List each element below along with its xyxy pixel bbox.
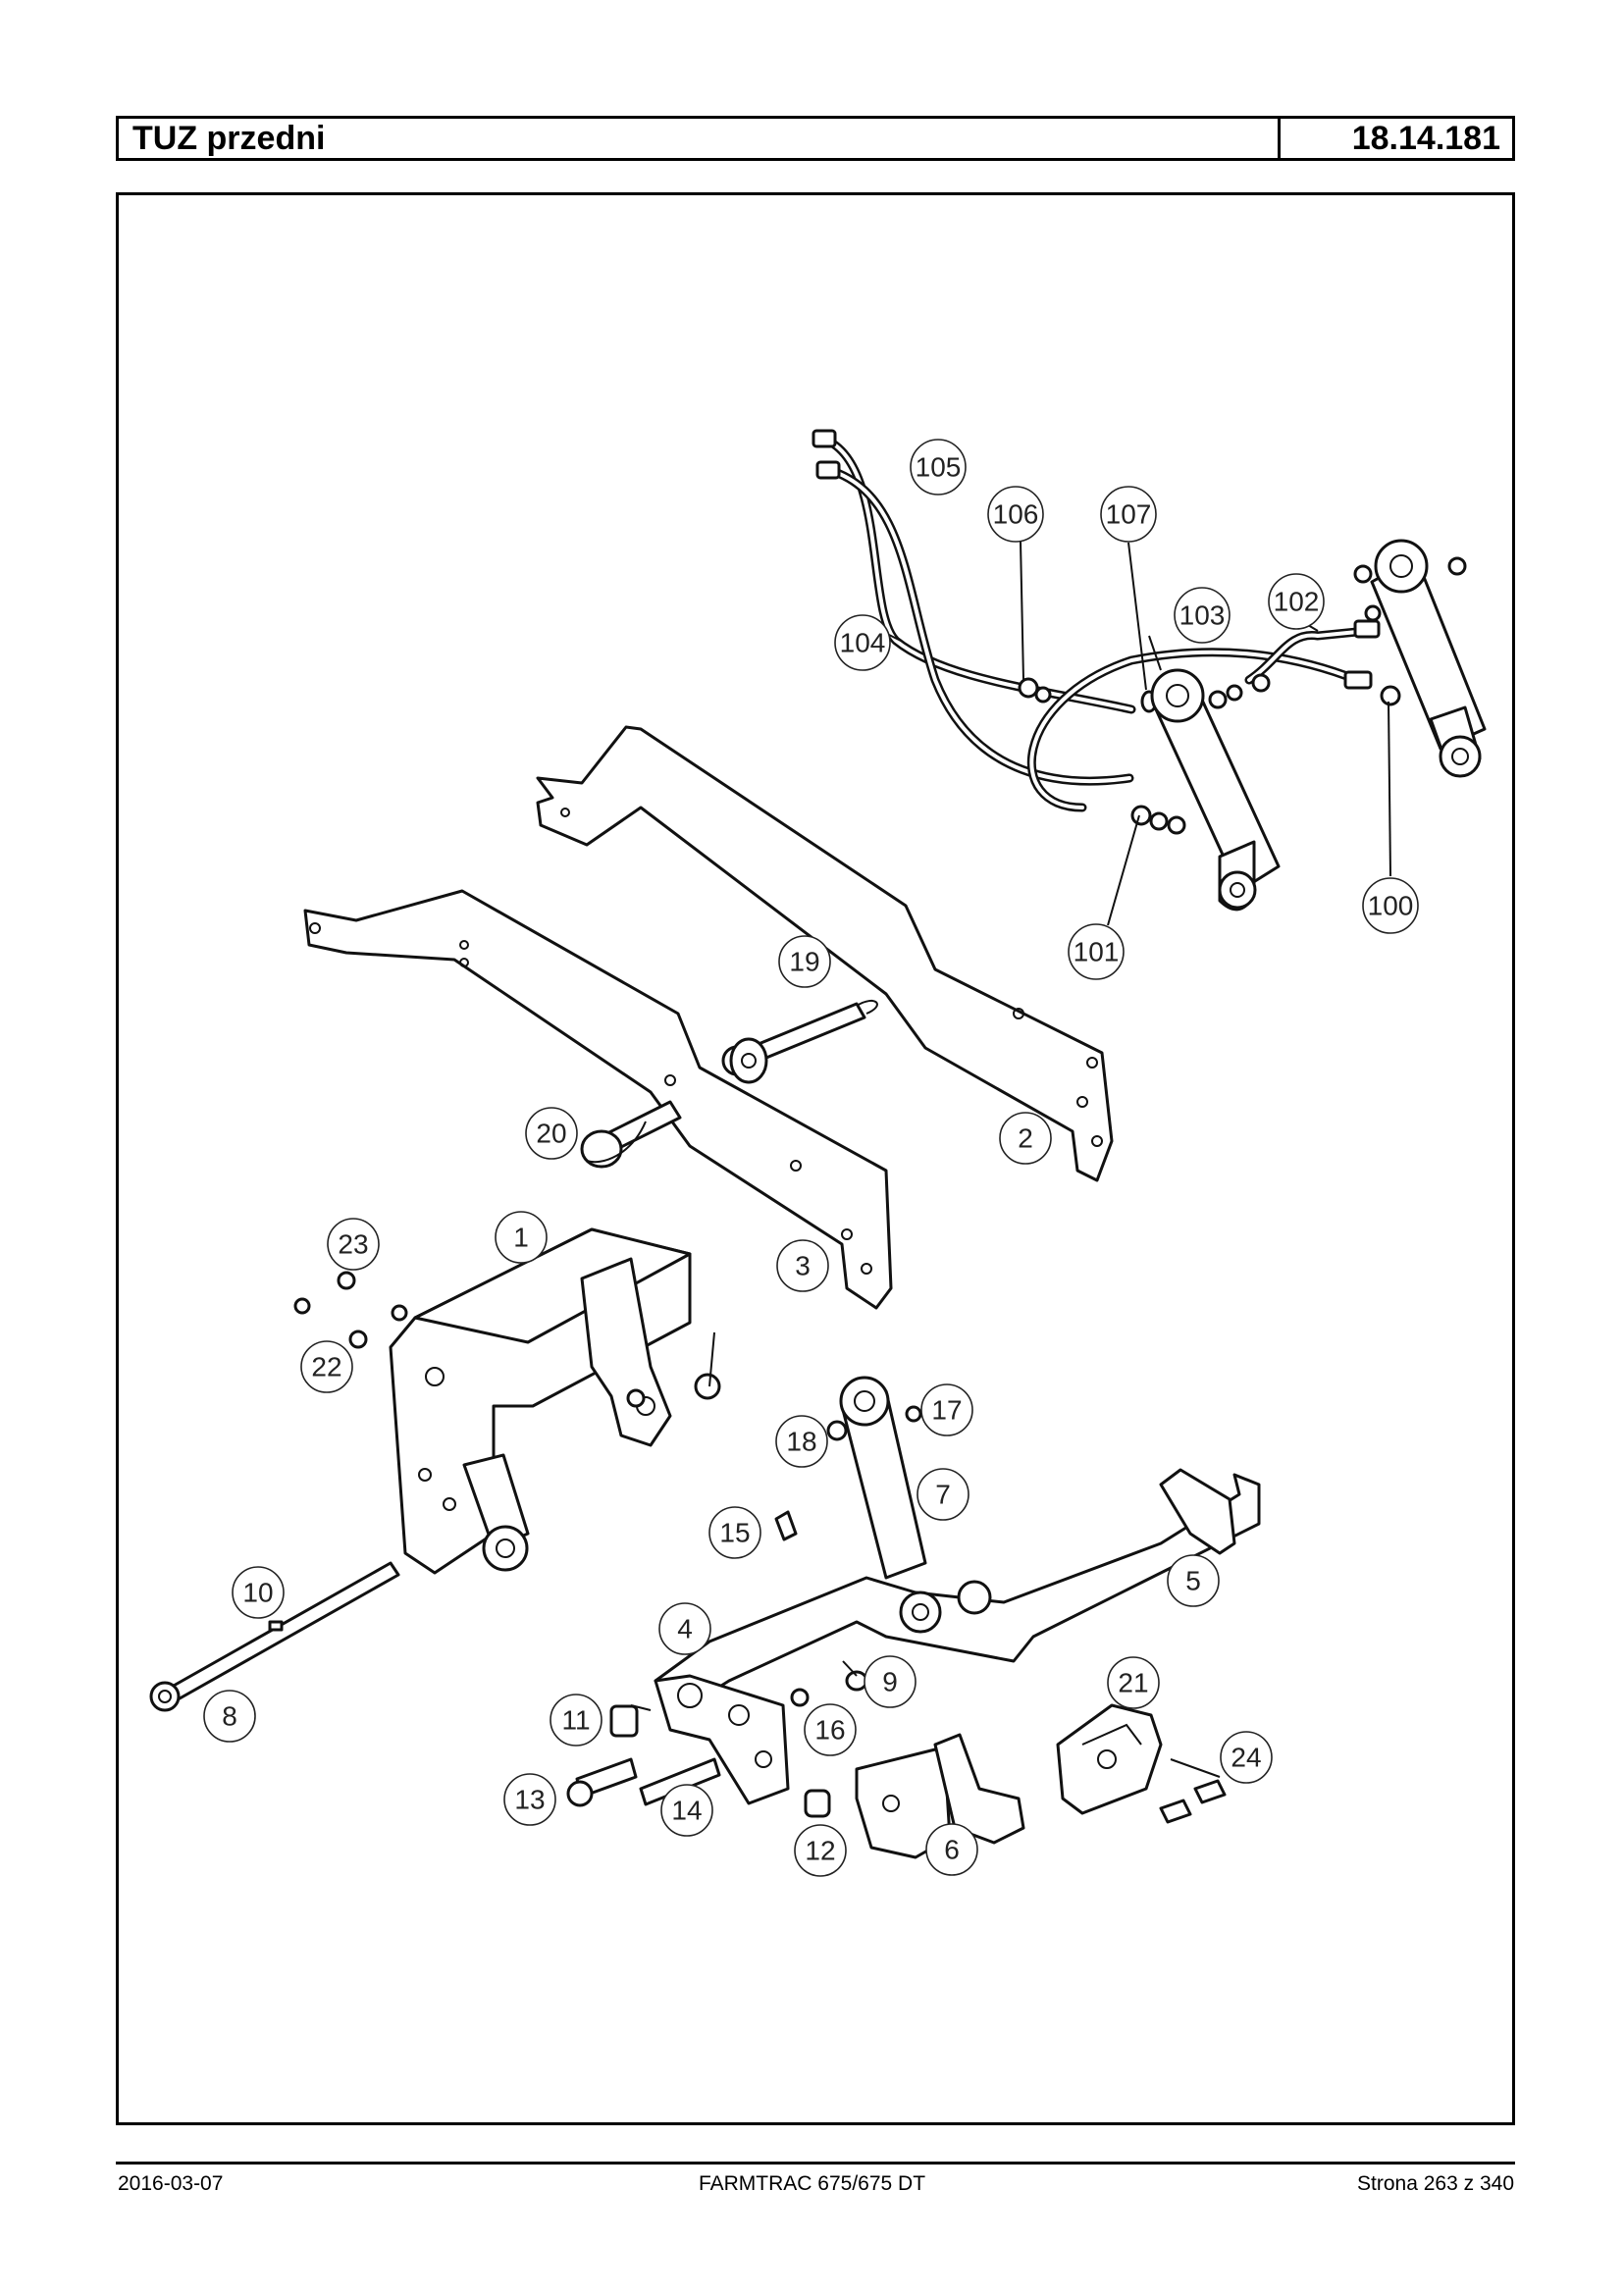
callout-107: 107 xyxy=(1100,486,1157,543)
svg-text:24: 24 xyxy=(1231,1743,1261,1773)
section-code: 18.14.181 xyxy=(1351,119,1500,157)
hydraulic-cylinder-103 xyxy=(1150,668,1281,912)
svg-text:7: 7 xyxy=(935,1480,951,1510)
callout-104: 104 xyxy=(834,614,891,671)
header-bar: TUZ przedni 18.14.181 xyxy=(116,116,1515,161)
footer-divider xyxy=(116,2162,1515,2165)
exploded-parts-drawing: 105 106 107 102 103 104 100 101 19 20 2 … xyxy=(149,429,1487,1877)
footer-model: FARMTRAC 675/675 DT xyxy=(698,2172,926,2195)
callout-4: 4 xyxy=(658,1602,711,1655)
block-21 xyxy=(1056,1703,1227,1824)
hydraulic-cylinder-7 xyxy=(826,1376,927,1580)
svg-text:1: 1 xyxy=(513,1223,529,1253)
svg-text:3: 3 xyxy=(795,1251,811,1281)
svg-text:9: 9 xyxy=(882,1667,898,1697)
svg-text:21: 21 xyxy=(1118,1668,1148,1698)
callout-3: 3 xyxy=(776,1239,829,1292)
bracket-1 xyxy=(389,1227,721,1575)
svg-text:100: 100 xyxy=(1368,891,1414,921)
callout-15: 15 xyxy=(708,1506,761,1559)
callout-20: 20 xyxy=(525,1107,578,1160)
callout-13: 13 xyxy=(503,1773,556,1826)
svg-text:104: 104 xyxy=(840,628,886,658)
svg-text:19: 19 xyxy=(789,947,819,977)
callout-8: 8 xyxy=(203,1690,256,1743)
svg-text:12: 12 xyxy=(805,1836,835,1866)
callout-12: 12 xyxy=(794,1824,847,1877)
callout-2: 2 xyxy=(999,1112,1052,1165)
callout-7: 7 xyxy=(917,1468,969,1521)
callout-11: 11 xyxy=(550,1694,602,1747)
svg-text:15: 15 xyxy=(719,1518,750,1548)
svg-text:11: 11 xyxy=(561,1705,590,1736)
svg-text:16: 16 xyxy=(814,1715,845,1746)
svg-text:106: 106 xyxy=(993,499,1039,530)
callout-5: 5 xyxy=(1167,1554,1220,1607)
page-title: TUZ przedni xyxy=(119,119,1281,158)
callout-106: 106 xyxy=(987,486,1044,543)
callout-1: 1 xyxy=(495,1211,548,1264)
svg-text:102: 102 xyxy=(1274,587,1320,617)
svg-text:13: 13 xyxy=(514,1785,545,1815)
svg-text:20: 20 xyxy=(536,1119,566,1149)
pin-20 xyxy=(580,1100,682,1169)
svg-text:2: 2 xyxy=(1018,1123,1033,1154)
svg-text:6: 6 xyxy=(944,1835,960,1865)
callout-6: 6 xyxy=(925,1823,978,1876)
svg-text:14: 14 xyxy=(671,1796,702,1826)
frame-plate-3 xyxy=(303,889,893,1310)
callout-101: 101 xyxy=(1068,923,1125,980)
svg-text:101: 101 xyxy=(1074,937,1120,967)
hydraulic-cylinder-100 xyxy=(1370,539,1487,778)
callout-19: 19 xyxy=(778,935,831,988)
callout-10: 10 xyxy=(232,1566,285,1619)
pin-19 xyxy=(721,1000,878,1084)
pin-8 xyxy=(149,1561,400,1712)
callout-21: 21 xyxy=(1107,1656,1160,1709)
svg-text:105: 105 xyxy=(916,452,962,483)
footer-date: 2016-03-07 xyxy=(118,2172,224,2195)
svg-text:22: 22 xyxy=(311,1352,341,1382)
callout-100: 100 xyxy=(1362,877,1419,934)
svg-text:18: 18 xyxy=(786,1427,816,1457)
callout-105: 105 xyxy=(910,439,967,496)
footer-page-number: Strona 263 z 340 xyxy=(1357,2172,1514,2195)
svg-text:4: 4 xyxy=(677,1614,693,1644)
washers-nuts-22-23 xyxy=(293,1271,408,1349)
frame-plate-2 xyxy=(536,725,1114,1182)
svg-text:8: 8 xyxy=(222,1701,237,1732)
lower-arm-4-5 xyxy=(654,1468,1261,1805)
callout-103: 103 xyxy=(1174,587,1231,644)
hose-fittings xyxy=(1018,556,1467,835)
callout-22: 22 xyxy=(300,1340,353,1393)
svg-text:17: 17 xyxy=(931,1395,962,1426)
svg-text:23: 23 xyxy=(338,1229,368,1260)
svg-text:103: 103 xyxy=(1179,600,1226,631)
callout-14: 14 xyxy=(660,1784,713,1837)
callout-9: 9 xyxy=(864,1655,917,1708)
svg-text:107: 107 xyxy=(1106,499,1152,530)
small-parts xyxy=(566,1510,868,1818)
svg-text:10: 10 xyxy=(242,1578,273,1608)
callout-17: 17 xyxy=(920,1383,973,1436)
diagram-frame: 105 106 107 102 103 104 100 101 19 20 2 … xyxy=(116,192,1515,2125)
callout-18: 18 xyxy=(775,1415,828,1468)
callout-16: 16 xyxy=(804,1703,857,1756)
svg-text:5: 5 xyxy=(1185,1566,1201,1596)
callout-102: 102 xyxy=(1268,573,1325,630)
callout-23: 23 xyxy=(327,1218,380,1271)
callout-24: 24 xyxy=(1220,1731,1273,1784)
